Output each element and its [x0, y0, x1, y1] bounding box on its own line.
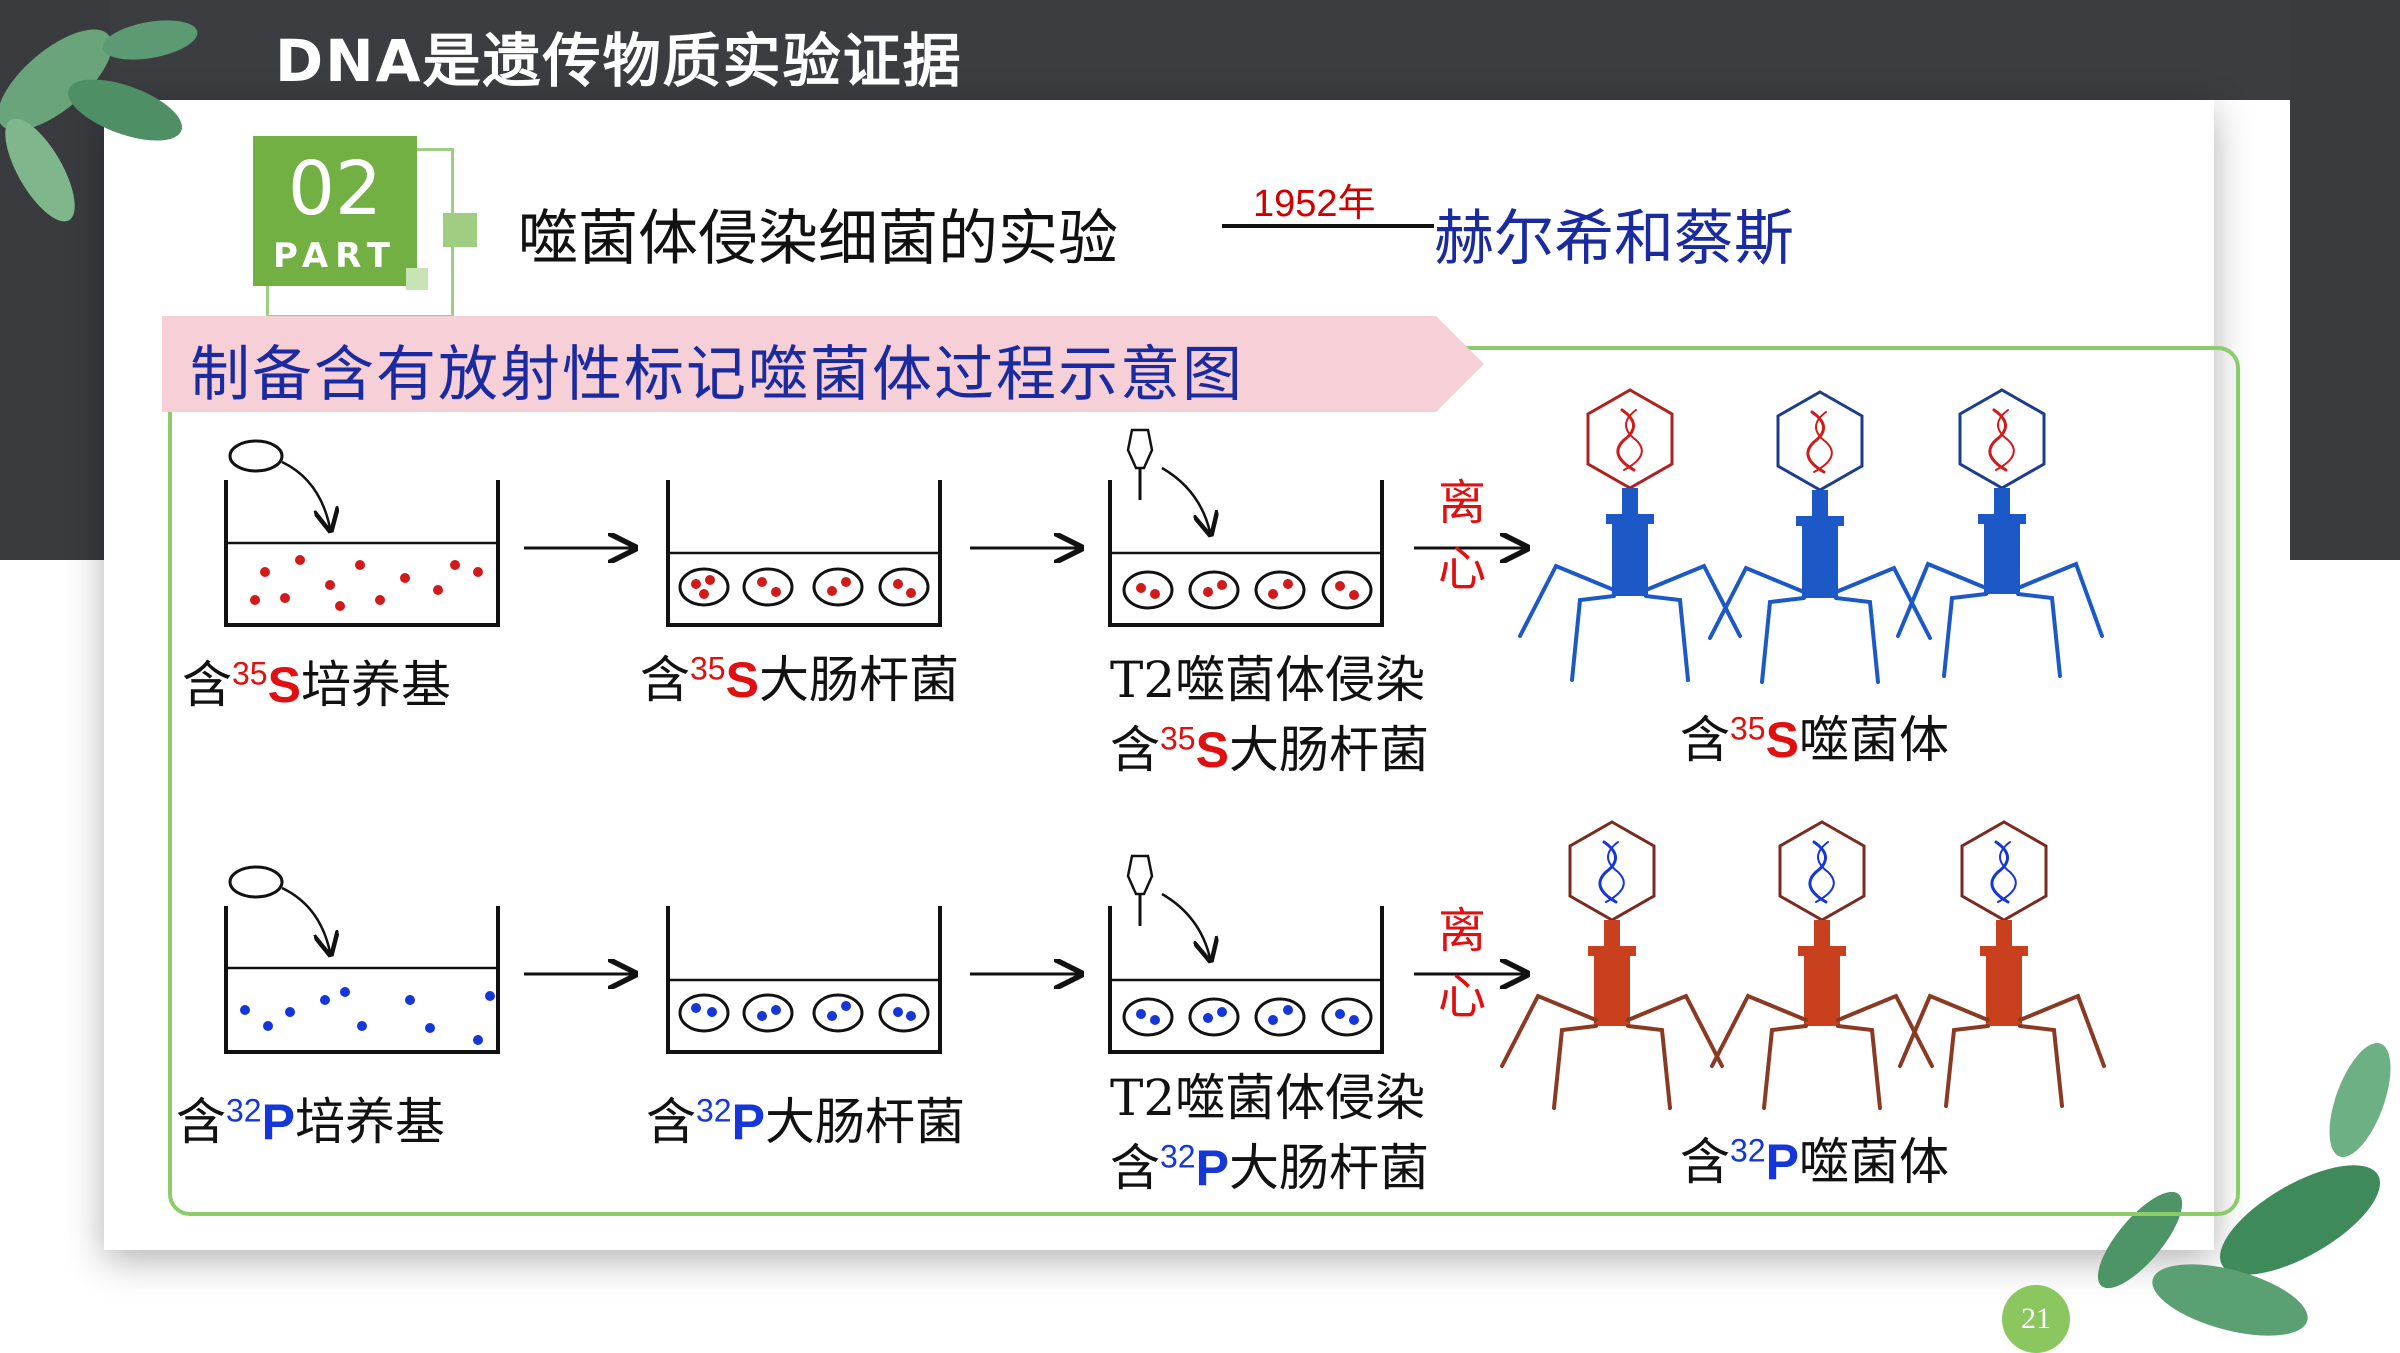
label-suffix: 培养基: [300, 656, 451, 714]
bullet-square: [443, 213, 477, 247]
row2-infect-dish: [1108, 854, 1384, 1054]
row1-medium-dish: [224, 439, 500, 627]
isotope-symbol: P: [1765, 1134, 1799, 1190]
label-prefix: 含: [640, 651, 690, 709]
infect-text: T2噬菌体侵染: [1110, 1069, 1426, 1127]
isotope-mass: 35: [690, 650, 726, 687]
label-suffix: 培养基: [294, 1093, 445, 1151]
centrifuge-label-row2: 离 心: [1432, 898, 1492, 1030]
isotope-symbol: P: [731, 1094, 765, 1150]
banner-title: 制备含有放射性标记噬菌体过程示意图: [190, 340, 1244, 410]
isotope-mass: 35: [1730, 710, 1766, 747]
row1-infect-dish: [1108, 428, 1384, 627]
row1-infect-label-line2: 含35S大肠杆菌: [1110, 710, 1429, 782]
row1-bacteria-dish: [666, 480, 942, 627]
isotope-symbol: P: [1195, 1140, 1229, 1196]
label-prefix: 含: [1680, 711, 1730, 769]
banner: [162, 316, 1436, 412]
isotope-symbol: S: [1195, 722, 1229, 778]
isotope-mass: 32: [226, 1092, 262, 1129]
scientists: 赫尔希和蔡斯: [1434, 204, 1794, 274]
isotope-mass: 32: [696, 1092, 732, 1129]
label-prefix: 含: [1110, 721, 1160, 779]
banner-tip: [1436, 316, 1484, 412]
row1-medium-label: 含35S培养基: [182, 645, 451, 717]
row2-phages: [1500, 820, 2106, 1110]
label-suffix: 噬菌体: [1798, 711, 1949, 769]
isotope-mass: 32: [1160, 1138, 1196, 1175]
leaf-bottom-right-icon: [2097, 1043, 2391, 1336]
row2-medium-label: 含32P培养基: [176, 1082, 445, 1154]
page-number: 21: [2002, 1285, 2070, 1353]
row2-infect-label-line1: T2噬菌体侵染: [1110, 1058, 1425, 1130]
part-badge: 02 PART: [253, 136, 417, 286]
part-number: 02: [287, 146, 383, 232]
isotope-mass: 35: [232, 655, 268, 692]
label-suffix: 大肠杆菌: [758, 651, 959, 709]
label-suffix: 大肠杆菌: [764, 1093, 965, 1151]
header-bar: [0, 0, 2400, 100]
infect-text: T2噬菌体侵染: [1110, 651, 1426, 709]
row1-infect-label-line1: T2噬菌体侵染: [1110, 640, 1425, 712]
label-prefix: 含: [1110, 1139, 1160, 1197]
row2-medium-dish: [224, 865, 500, 1054]
row2-phage-label: 含32P噬菌体: [1680, 1122, 1949, 1194]
label-prefix: 含: [182, 656, 232, 714]
isotope-symbol: S: [1765, 712, 1799, 768]
isotope-mass: 32: [1730, 1132, 1766, 1169]
row1-phage-label: 含35S噬菌体: [1680, 700, 1949, 772]
label-suffix: 噬菌体: [1798, 1133, 1949, 1191]
label-suffix: 大肠杆菌: [1228, 721, 1429, 779]
page-title: DNA是遗传物质实验证据: [275, 27, 963, 95]
experiment-year: 1952年: [1253, 183, 1376, 225]
row2-bacteria-dish: [666, 906, 942, 1054]
isotope-mass: 35: [1160, 720, 1196, 757]
row2-infect-label-line2: 含32P大肠杆菌: [1110, 1128, 1429, 1200]
experiment-title: 噬菌体侵染细菌的实验: [518, 204, 1118, 274]
label-prefix: 含: [646, 1093, 696, 1151]
centrifuge-char: 离: [1437, 475, 1486, 531]
centrifuge-char: 心: [1437, 969, 1486, 1025]
isotope-symbol: S: [267, 657, 301, 713]
part-word: PART: [273, 236, 397, 276]
row1-bacteria-label: 含35S大肠杆菌: [640, 640, 959, 712]
bullet-square-small: [406, 268, 428, 290]
row1-phages: [1518, 388, 2104, 684]
centrifuge-char: 离: [1437, 903, 1486, 959]
row2-bacteria-label: 含32P大肠杆菌: [646, 1082, 965, 1154]
year-line: [1222, 224, 1434, 228]
background-right: [2290, 0, 2400, 560]
label-suffix: 大肠杆菌: [1228, 1139, 1429, 1197]
label-prefix: 含: [176, 1093, 226, 1151]
centrifuge-char: 心: [1437, 541, 1486, 597]
isotope-symbol: S: [725, 652, 759, 708]
label-prefix: 含: [1680, 1133, 1730, 1191]
centrifuge-label-row1: 离 心: [1432, 470, 1492, 602]
leaf-top-left-icon: [0, 20, 198, 222]
slide-card: [104, 100, 2214, 1250]
isotope-symbol: P: [261, 1094, 295, 1150]
